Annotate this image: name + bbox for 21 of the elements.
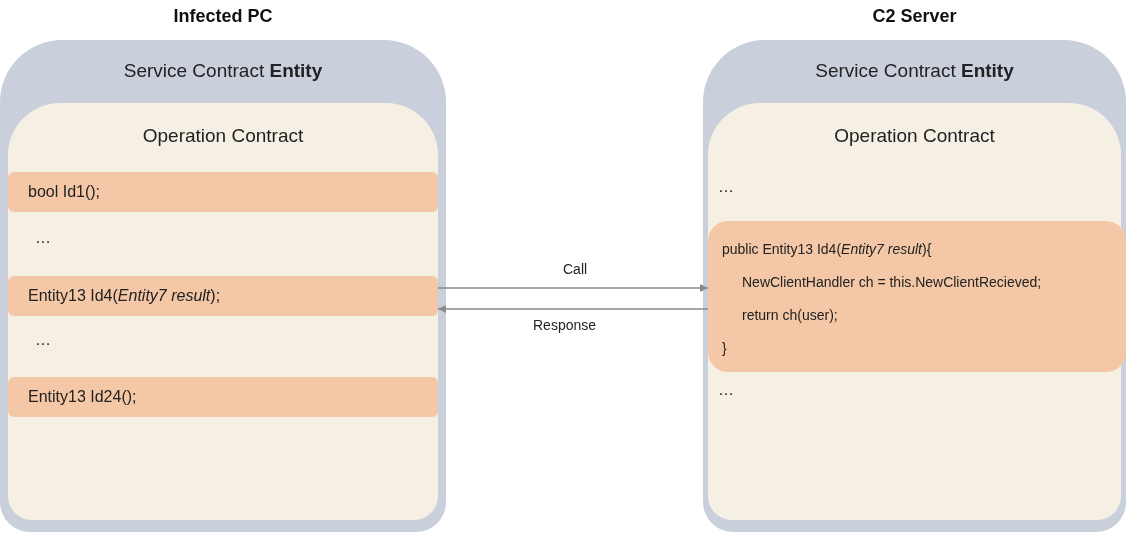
ellipsis-text: … xyxy=(718,178,734,196)
code-line: NewClientHandler ch = this.NewClientRecieved; xyxy=(742,274,1042,290)
code-line: return ch(user); xyxy=(742,307,838,323)
panel-title: Infected PC xyxy=(172,6,274,27)
panel-heading: Service Contract Entity xyxy=(122,60,324,82)
code-block xyxy=(708,221,1126,372)
method-row: Entity13 Id4(Entity7 result); xyxy=(8,276,438,316)
arrow xyxy=(437,284,709,292)
arrow xyxy=(437,305,709,313)
panel-heading: Operation Contract xyxy=(141,125,305,147)
inner-panel xyxy=(8,103,438,520)
panel-heading: Service Contract Entity xyxy=(814,60,1015,82)
code-line: } xyxy=(722,340,727,356)
ellipsis-text: … xyxy=(35,331,51,349)
panel-title: C2 Server xyxy=(871,6,958,27)
ellipsis-text: … xyxy=(35,229,51,247)
panel-heading: Operation Contract xyxy=(833,125,996,147)
method-row: bool Id1(); xyxy=(8,172,438,212)
ellipsis-text: … xyxy=(718,381,734,399)
code-line: public Entity13 Id4(Entity7 result){ xyxy=(722,241,932,257)
method-row: Entity13 Id24(); xyxy=(8,377,438,417)
